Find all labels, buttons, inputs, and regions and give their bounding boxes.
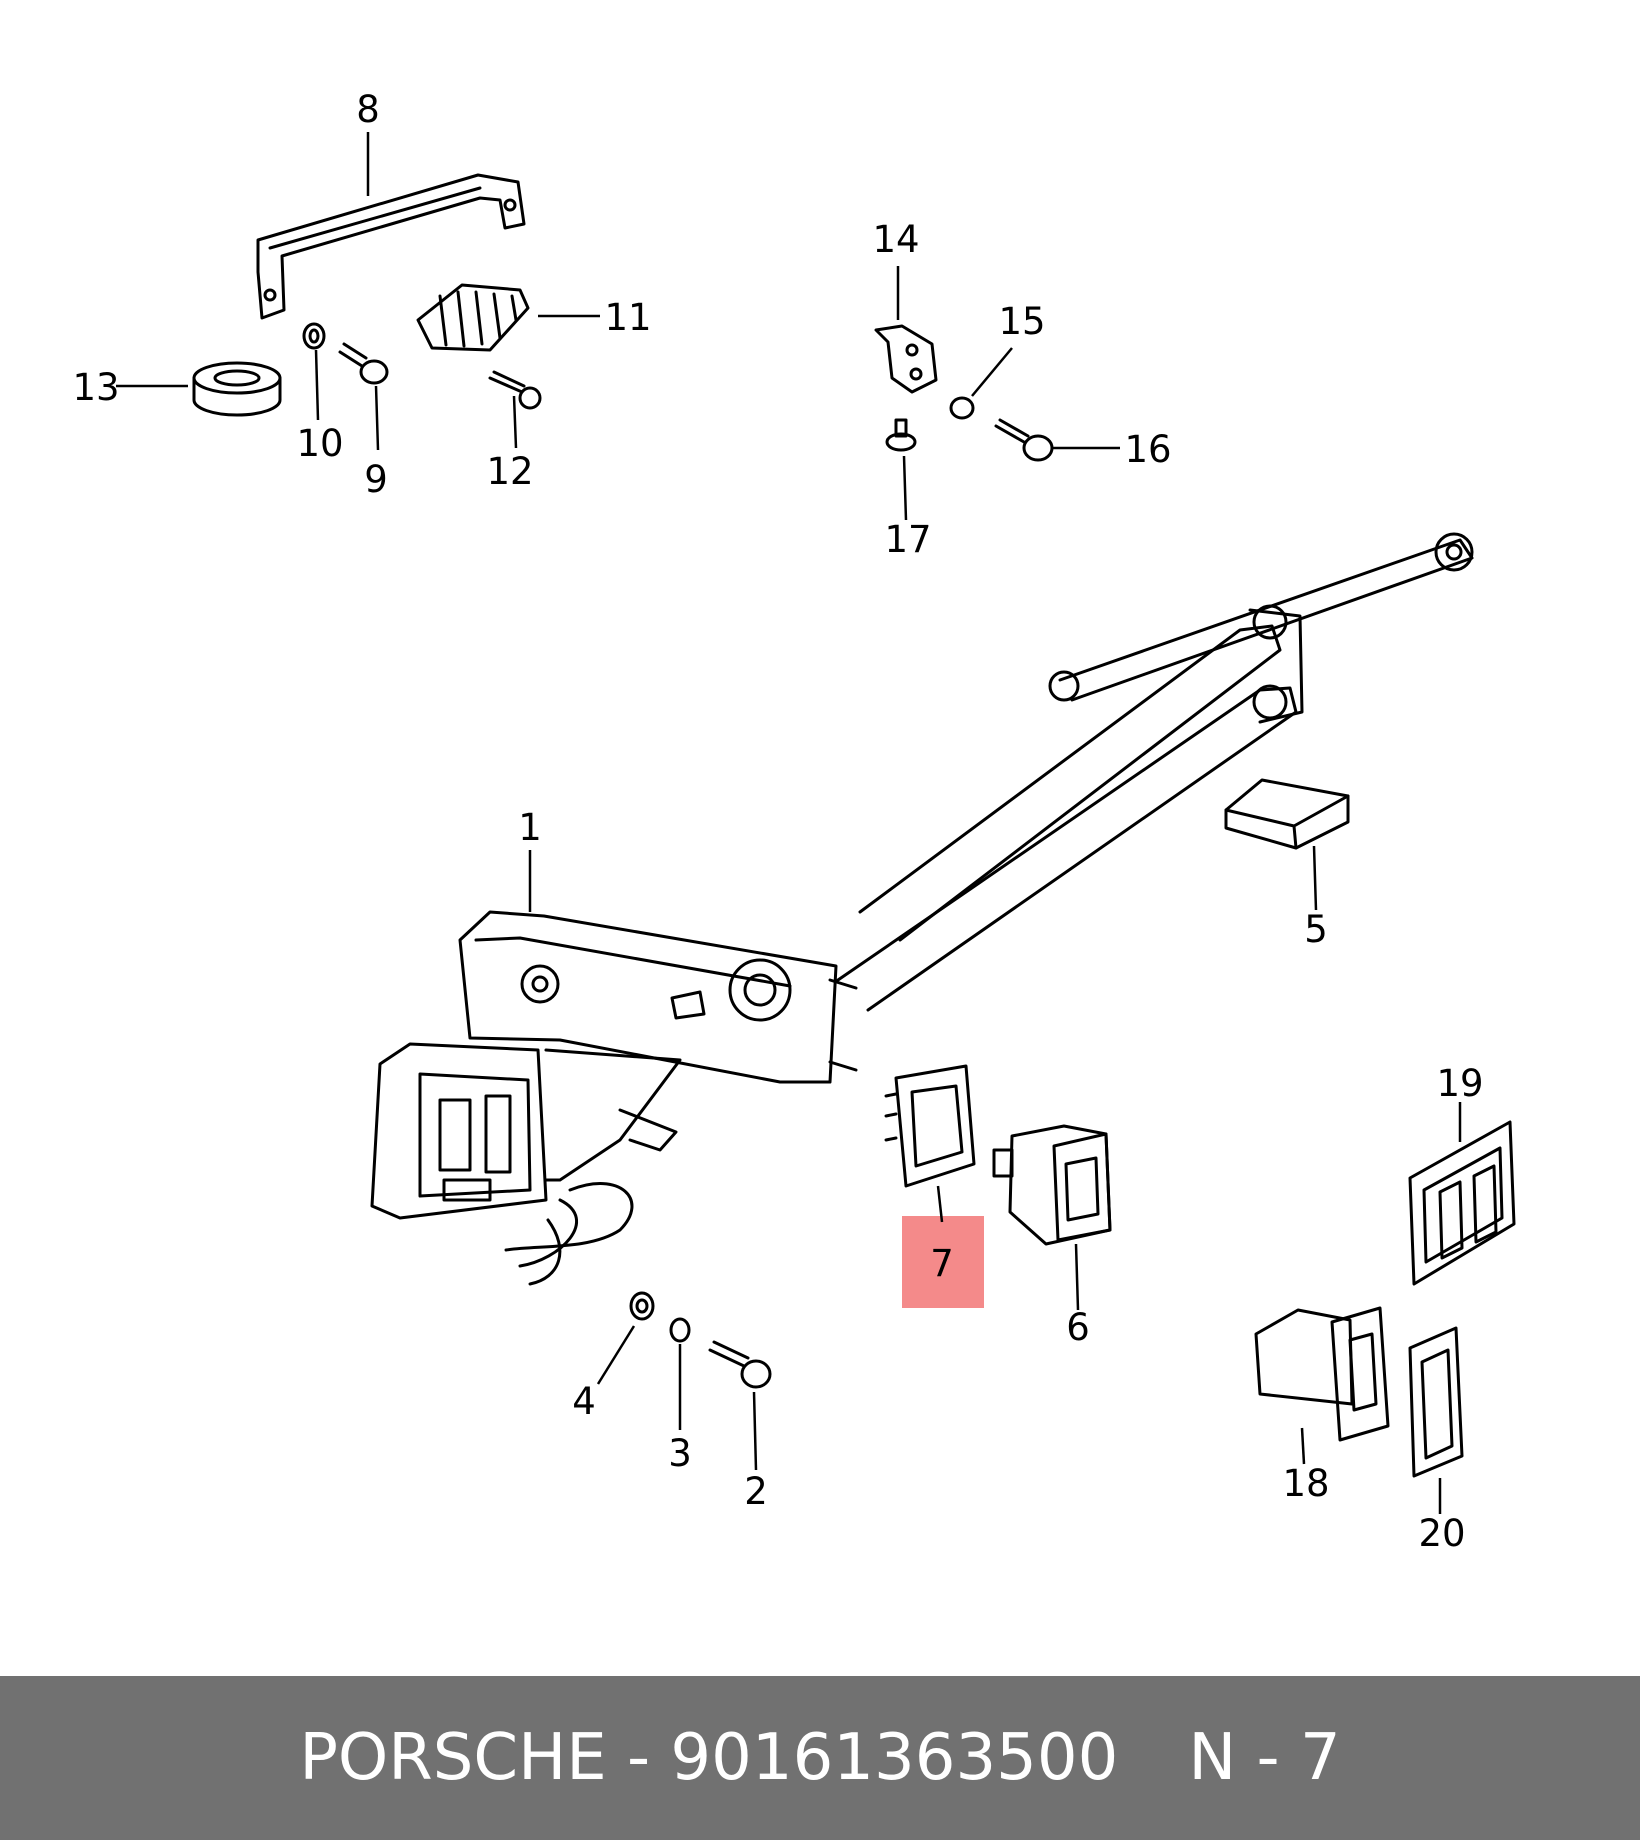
callout-7-highlight (902, 1216, 984, 1308)
callout-6: 6 (1066, 1306, 1090, 1349)
callout-11: 11 (604, 296, 651, 339)
diagram-reference: N - 7 (1188, 1721, 1341, 1795)
part-15-washer (949, 396, 975, 420)
callout-12: 12 (486, 450, 533, 493)
part-number: 90161363500 (670, 1721, 1119, 1795)
callout-13: 13 (72, 366, 119, 409)
callout-7: 7 (930, 1242, 954, 1285)
callout-1: 1 (518, 806, 542, 849)
part-14-clip (874, 324, 938, 394)
part-12-screw (488, 370, 542, 410)
callout-labels: 8 11 13 10 9 12 14 15 16 17 1 5 7 6 19 1… (72, 88, 1483, 1555)
callout-9: 9 (364, 458, 388, 501)
part-20-bezel (1408, 1326, 1464, 1478)
callout-2: 2 (744, 1470, 768, 1513)
part-19-bezel (1408, 1120, 1516, 1286)
callout-18: 18 (1282, 1462, 1329, 1505)
part-10-washer (302, 322, 326, 350)
callout-20: 20 (1418, 1512, 1465, 1555)
callout-8: 8 (356, 88, 380, 131)
part-9-screw (338, 342, 389, 385)
callout-14: 14 (872, 218, 919, 261)
part-6-switch (992, 1124, 1112, 1246)
callout-16: 16 (1124, 428, 1171, 471)
part-17-pin (885, 418, 917, 452)
footer-bar: PORSCHE - 90161363500 N - 7 (0, 1676, 1640, 1840)
callout-15: 15 (998, 300, 1045, 343)
part-3-lockwasher (669, 1317, 691, 1343)
part-7-frame (884, 1064, 976, 1188)
callout-3: 3 (668, 1432, 692, 1475)
separator: - (606, 1721, 671, 1795)
parts-diagram: 8 11 13 10 9 12 14 15 16 17 1 5 7 6 19 1… (72, 88, 1516, 1555)
callout-19: 19 (1436, 1062, 1483, 1105)
part-1-wiper-assembly (370, 532, 1474, 1286)
footer-caption: PORSCHE - 90161363500 N - 7 (0, 1676, 1640, 1840)
part-18-housing (1254, 1306, 1390, 1442)
part-13-ring (192, 361, 282, 417)
part-2-screw (708, 1340, 772, 1389)
leader-lines (116, 132, 1462, 1514)
callout-4: 4 (572, 1380, 596, 1423)
brand-name: PORSCHE (299, 1721, 607, 1795)
callout-10: 10 (296, 422, 343, 465)
callout-5: 5 (1304, 908, 1328, 951)
part-4-washer (629, 1291, 655, 1321)
part-5-pad (1224, 778, 1350, 850)
part-16-screw (994, 418, 1054, 462)
callout-17: 17 (884, 518, 931, 561)
part-8-bracket (256, 173, 526, 320)
part-11-resistor (416, 283, 530, 352)
